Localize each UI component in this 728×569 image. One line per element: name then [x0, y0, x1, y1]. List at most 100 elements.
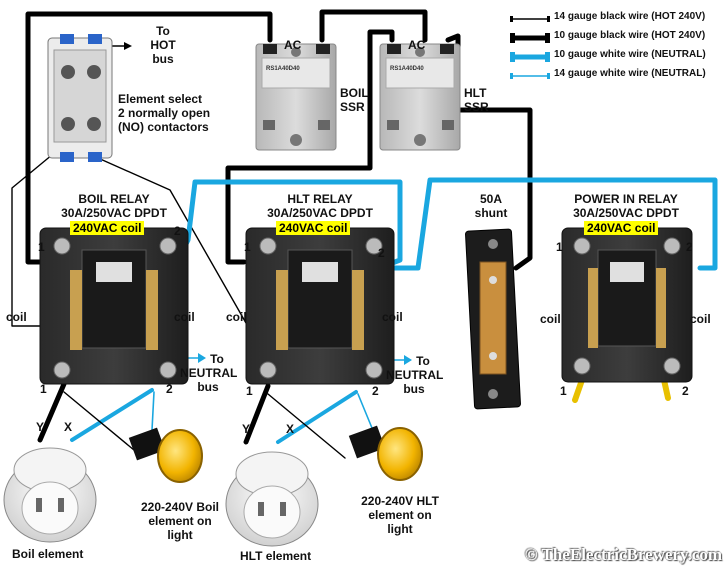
boil-element-label: Boil element — [12, 547, 84, 561]
hlt-relay-coil-rating: 240VAC coil — [276, 221, 351, 235]
hlt-relay-coil-left: coil — [226, 310, 247, 324]
wire-ssr-to-ssr — [319, 9, 428, 43]
hlt-outlet-x: X — [286, 422, 295, 436]
boil-relay-pin-2-bottom: 2 — [166, 382, 173, 396]
wire-hlt-relay2-to-outlet — [276, 390, 358, 444]
boil-light-line: 220-240V Boil — [140, 500, 220, 514]
legend-row: 10 gauge black wire (HOT 240V) — [510, 29, 726, 48]
boil-neutral-line: NEUTRAL — [180, 366, 238, 380]
boil-ssr-name-line: SSR — [340, 100, 365, 114]
contactor-desc-line: (NO) contactors — [118, 120, 209, 134]
legend-row: 10 gauge white wire (NEUTRAL) — [510, 48, 726, 67]
hlt-neutral-line: bus — [403, 382, 425, 396]
hlt-relay-coil-right: coil — [382, 310, 403, 324]
wire-contactor-to-hlt-coil — [79, 149, 251, 331]
legend-label: 10 gauge white wire (NEUTRAL) — [554, 49, 706, 60]
wires — [11, 9, 718, 459]
hlt-ssr — [379, 43, 461, 151]
boil-ssr-name: BOIL SSR — [340, 86, 369, 114]
boil-relay-title-line: BOIL RELAY — [78, 192, 150, 206]
hlt-relay-title-line: HLT RELAY — [287, 192, 353, 206]
boil-neutral-bus-label: To NEUTRAL bus — [180, 352, 238, 394]
hlt-element-outlet — [225, 451, 319, 547]
element-select-contactor — [47, 34, 113, 162]
hlt-light-line: 220-240V HLT — [361, 494, 439, 508]
legend-row: 14 gauge black wire (HOT 240V) — [510, 10, 726, 29]
boil-relay-coil-rating: 240VAC coil — [70, 221, 145, 235]
contactor-description: Element select 2 normally open (NO) cont… — [118, 92, 210, 134]
hlt-light-line: light — [387, 522, 413, 536]
hlt-light-label: 220-240V HLT element on light — [348, 494, 452, 536]
to-hot-line: To — [156, 24, 170, 38]
hlt-neutral-line: To — [416, 354, 430, 368]
boil-outlet-x: X — [64, 420, 73, 434]
wire-boil-lamp-hot — [63, 391, 141, 456]
wire-boil-ssr-to-boil-relay — [25, 11, 273, 265]
wire-contactor-to-boil-coil — [11, 139, 71, 327]
boil-relay-pin-1-top: 1 — [38, 240, 45, 254]
arrow-neutral-bus-boil — [198, 353, 206, 363]
hlt-relay-pin-1-bottom: 1 — [246, 384, 253, 398]
hlt-outlet-y: Y — [242, 422, 251, 436]
hlt-ssr-name-line: SSR — [464, 100, 489, 114]
boil-neutral-line: bus — [197, 380, 219, 394]
boil-relay — [39, 227, 189, 385]
hlt-ssr-name-line: HLT — [464, 86, 487, 100]
power-relay-pin-1-bottom: 1 — [560, 384, 567, 398]
boil-relay-pin-2-top: 2 — [174, 224, 181, 238]
wire-hlt-lamp-hot — [267, 393, 346, 459]
hlt-light-line: element on — [368, 508, 432, 522]
boil-ssr-name-line: BOIL — [340, 86, 369, 100]
boil-light-label: 220-240V Boil element on light — [128, 500, 232, 542]
legend-swatch-thin-blue — [510, 73, 550, 79]
shunt-label-line: shunt — [474, 206, 508, 220]
wire-boil-lamp-neutral — [151, 391, 155, 431]
shunt-label: 50A shunt — [466, 192, 516, 220]
wire-hlt-ssr-to-hlt-relay — [225, 29, 395, 265]
to-hot-bus-label: To HOT bus — [140, 24, 186, 66]
boil-relay-title-line: 30A/250VAC DPDT — [61, 206, 167, 220]
legend-swatch-thin-black — [510, 16, 550, 22]
arrow-hot-bus — [124, 42, 132, 50]
hlt-ssr-model: RS1A40D40 — [390, 66, 424, 72]
wire-boil-relay-to-outlet — [37, 381, 67, 443]
boil-neutral-line: To — [210, 352, 224, 366]
boil-outlet-y: Y — [36, 420, 45, 434]
boil-element-outlet — [3, 447, 97, 543]
wire-legend: 14 gauge black wire (HOT 240V) 10 gauge … — [510, 10, 726, 86]
hlt-relay-title: HLT RELAY 30A/250VAC DPDT — [250, 192, 390, 220]
boil-light-line: light — [167, 528, 193, 542]
power-relay-title: POWER IN RELAY 30A/250VAC DPDT — [556, 192, 696, 220]
boil-light-line: element on — [148, 514, 212, 528]
boil-relay-coil-left: coil — [6, 310, 27, 324]
power-in-relay — [561, 227, 693, 383]
legend-swatch-thick-blue — [510, 52, 550, 62]
hlt-relay — [245, 227, 395, 385]
legend-label: 14 gauge white wire (NEUTRAL) — [554, 68, 706, 79]
hlt-neutral-bus-label: To NEUTRAL bus — [386, 354, 444, 396]
shunt-label-line: 50A — [479, 192, 502, 206]
boil-ssr-model: RS1A40D40 — [266, 66, 300, 72]
legend-swatch-thick-black — [510, 33, 550, 43]
power-relay-pin-2-top: 2 — [686, 240, 693, 254]
wire-hlt-ssr-to-shunt — [445, 33, 533, 271]
legend-label: 14 gauge black wire (HOT 240V) — [554, 11, 706, 22]
boil-relay-coil-right: coil — [174, 310, 195, 324]
hlt-element-light — [348, 425, 423, 481]
legend-row: 14 gauge white wire (NEUTRAL) — [510, 67, 726, 86]
power-relay-coil-left: coil — [540, 312, 561, 326]
boil-element-light — [128, 427, 203, 483]
power-relay-cable-1 — [572, 377, 585, 403]
to-hot-line: bus — [152, 52, 174, 66]
boil-ssr — [255, 43, 337, 151]
copyright-watermark: © TheElectricBrewery.com — [524, 545, 722, 564]
boil-relay-pin-1-bottom: 1 — [40, 382, 47, 396]
contactor-desc-line: 2 normally open — [118, 106, 211, 120]
shunt-50a — [465, 228, 521, 410]
hlt-neutral-line: NEUTRAL — [386, 368, 444, 382]
wire-neutral-hlt-to-power — [377, 177, 718, 271]
boil-ssr-ac-label: AC — [284, 38, 302, 52]
boil-relay-title: BOIL RELAY 30A/250VAC DPDT — [44, 192, 184, 220]
hlt-element-label: HLT element — [240, 549, 312, 563]
